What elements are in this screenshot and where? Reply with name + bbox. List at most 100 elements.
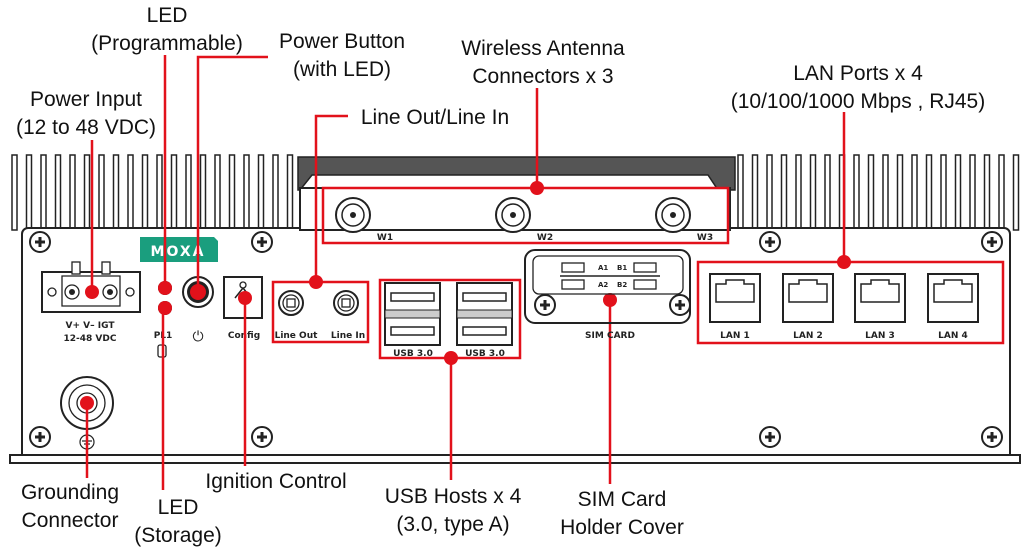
callout-power-input-1: Power Input [30,88,142,111]
heat-sink-fins [11,154,1020,231]
fin [911,154,918,231]
fin [228,154,236,231]
fin [83,154,91,231]
callout-wireless-2: Connectors x 3 [472,65,613,88]
sim-card-holder-cover: A1 B1 A2 B2 [524,249,691,324]
antenna-connectors: W1 W2 W3 [335,197,713,243]
fin [243,154,250,231]
antenna-connector-w3 [655,197,691,233]
screw-icon [981,426,1003,448]
screw-icon [29,231,51,253]
callout-usb-1: USB Hosts x 4 [385,485,522,508]
fin [141,154,149,231]
fin [112,154,120,231]
sim-card-label: SIM CARD [585,331,635,341]
callout-led-programmable-1: LED [147,4,188,27]
fin [954,154,962,231]
svg-text:A1: A1 [598,264,608,272]
line-out-label: Line Out [275,331,319,341]
fin [214,154,221,231]
moxa-logo: MOXA [140,237,218,262]
fin [257,154,265,231]
fin [199,154,207,231]
antenna-label: W1 [377,233,393,243]
callout-power-button-1: Power Button [279,30,405,53]
fin [983,154,991,231]
fin [54,154,62,231]
lan-label: LAN 2 [793,331,823,341]
usb-ports [384,282,513,346]
fin [737,154,744,231]
antenna-highlight-box [321,186,730,245]
power-rating-label: 12-48 VDC [64,334,117,344]
line-in-label: Line In [331,331,365,341]
fin [998,154,1005,231]
lan-label: LAN 3 [865,331,895,341]
screw-icon [251,426,273,448]
line-out-jack [278,290,304,316]
callout-led-storage-2: (Storage) [134,524,222,547]
fin [272,154,279,231]
screws [29,231,1003,448]
fin [780,154,788,231]
antenna-label: W2 [537,233,553,243]
callout-wireless-1: Wireless Antenna [461,37,625,60]
lan-ports: LAN 1 LAN 2 LAN 3 LAN 4 [709,273,979,341]
callout-grounding-1: Grounding [21,481,119,504]
fin [925,154,933,231]
callout-line-io: Line Out/Line In [361,106,509,129]
screw-icon [759,231,781,253]
callout-led-programmable-2: (Programmable) [91,32,243,55]
svg-text:B2: B2 [617,281,627,289]
callout-sim-2: Holder Cover [560,516,684,539]
chassis-base [9,454,1021,464]
callout-dots [80,181,851,410]
fin [11,154,18,231]
svg-text:B1: B1 [617,264,627,272]
fin [766,154,773,231]
callout-power-input-2: (12 to 48 VDC) [16,116,156,139]
fin [1012,154,1020,231]
callout-usb-2: (3.0, type A) [396,513,509,536]
fin [170,154,178,231]
callout-led-storage-1: LED [158,496,199,519]
fin [824,154,831,231]
lan-port-1 [709,273,761,323]
fin [969,154,976,231]
power-symbol-icon: ⏻ [192,329,203,345]
fin [286,154,294,231]
screw-icon [29,426,51,448]
antenna-bracket [297,156,736,191]
lan-port-4 [927,273,979,323]
fin [809,154,817,231]
callout-ignition: Ignition Control [205,470,346,493]
screw-icon [251,231,273,253]
fin [40,154,47,231]
fin [867,154,875,231]
callout-sim-1: SIM Card [578,488,667,511]
lan-label: LAN 4 [938,331,968,341]
usb-label-2: USB 3.0 [465,349,505,359]
usb-label-1: USB 3.0 [393,349,433,359]
fin [795,154,802,231]
fin [940,154,947,231]
callout-lan-2: (10/100/1000 Mbps , RJ45) [731,90,985,113]
fin [25,154,33,231]
callout-power-button-2: (with LED) [293,58,391,81]
antenna-connector-w1 [335,197,371,233]
fin [69,154,76,231]
lan-label: LAN 1 [720,331,750,341]
lan-port-3 [854,273,906,323]
fin [127,154,134,231]
screw-icon [534,294,556,316]
usb-port-stack [456,282,513,346]
fin [156,154,163,231]
callout-lan-1: LAN Ports x 4 [793,62,923,85]
callout-lines [85,55,846,490]
fin [853,154,860,231]
antenna-label: W3 [697,233,713,243]
callout-grounding-2: Connector [22,509,119,532]
screw-icon [759,426,781,448]
fin [882,154,889,231]
